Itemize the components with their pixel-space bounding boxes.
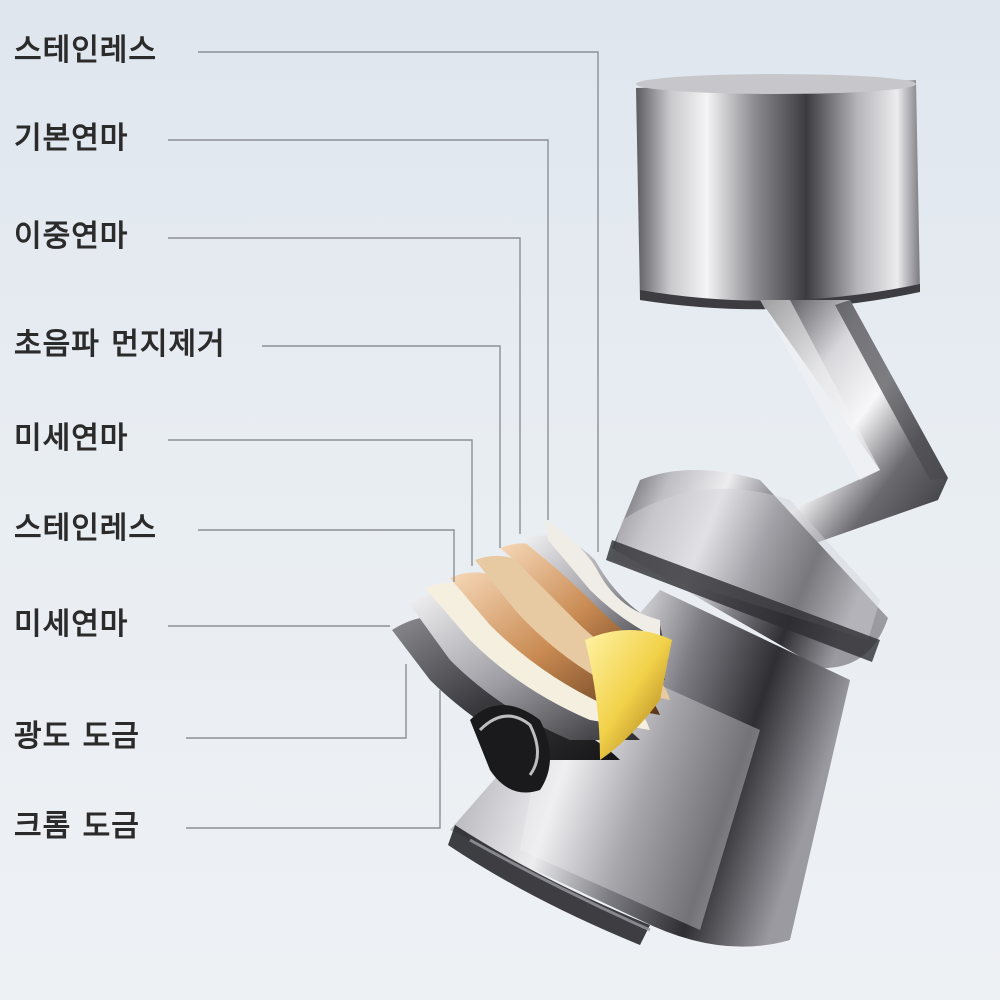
leader-line-2 [168, 139, 549, 520]
layer-label-double-polish: 이중연마 [14, 219, 129, 254]
leader-line-3 [168, 237, 521, 534]
leader-line-4 [262, 345, 501, 548]
layer-label-ultrasonic-cleaning: 초음파 먼지제거 [14, 327, 226, 362]
swivel-joint [606, 470, 888, 669]
cutaway-layers [392, 520, 672, 793]
layer-label-stainless-inner: 스테인레스 [14, 511, 157, 546]
swivel-arm [760, 300, 948, 552]
leader-line-9 [186, 690, 441, 829]
layer-label-fine-polish-2: 미세연마 [14, 607, 129, 642]
layer-label-chrome-plating: 크롬 도금 [14, 809, 140, 844]
layer-label-gloss-plating: 광도 도금 [14, 719, 140, 754]
leader-line-1 [198, 51, 599, 552]
leader-line-6 [198, 529, 455, 582]
layer-label-basic-polish: 기본연마 [14, 121, 129, 156]
layer-label-fine-polish-1: 미세연마 [14, 421, 129, 456]
layer-label-stainless-top: 스테인레스 [14, 33, 157, 68]
top-cylinder [636, 74, 920, 310]
aerator-body [448, 590, 850, 947]
leader-line-5 [168, 439, 473, 566]
leader-lines [168, 51, 599, 829]
leader-line-8 [186, 664, 407, 739]
